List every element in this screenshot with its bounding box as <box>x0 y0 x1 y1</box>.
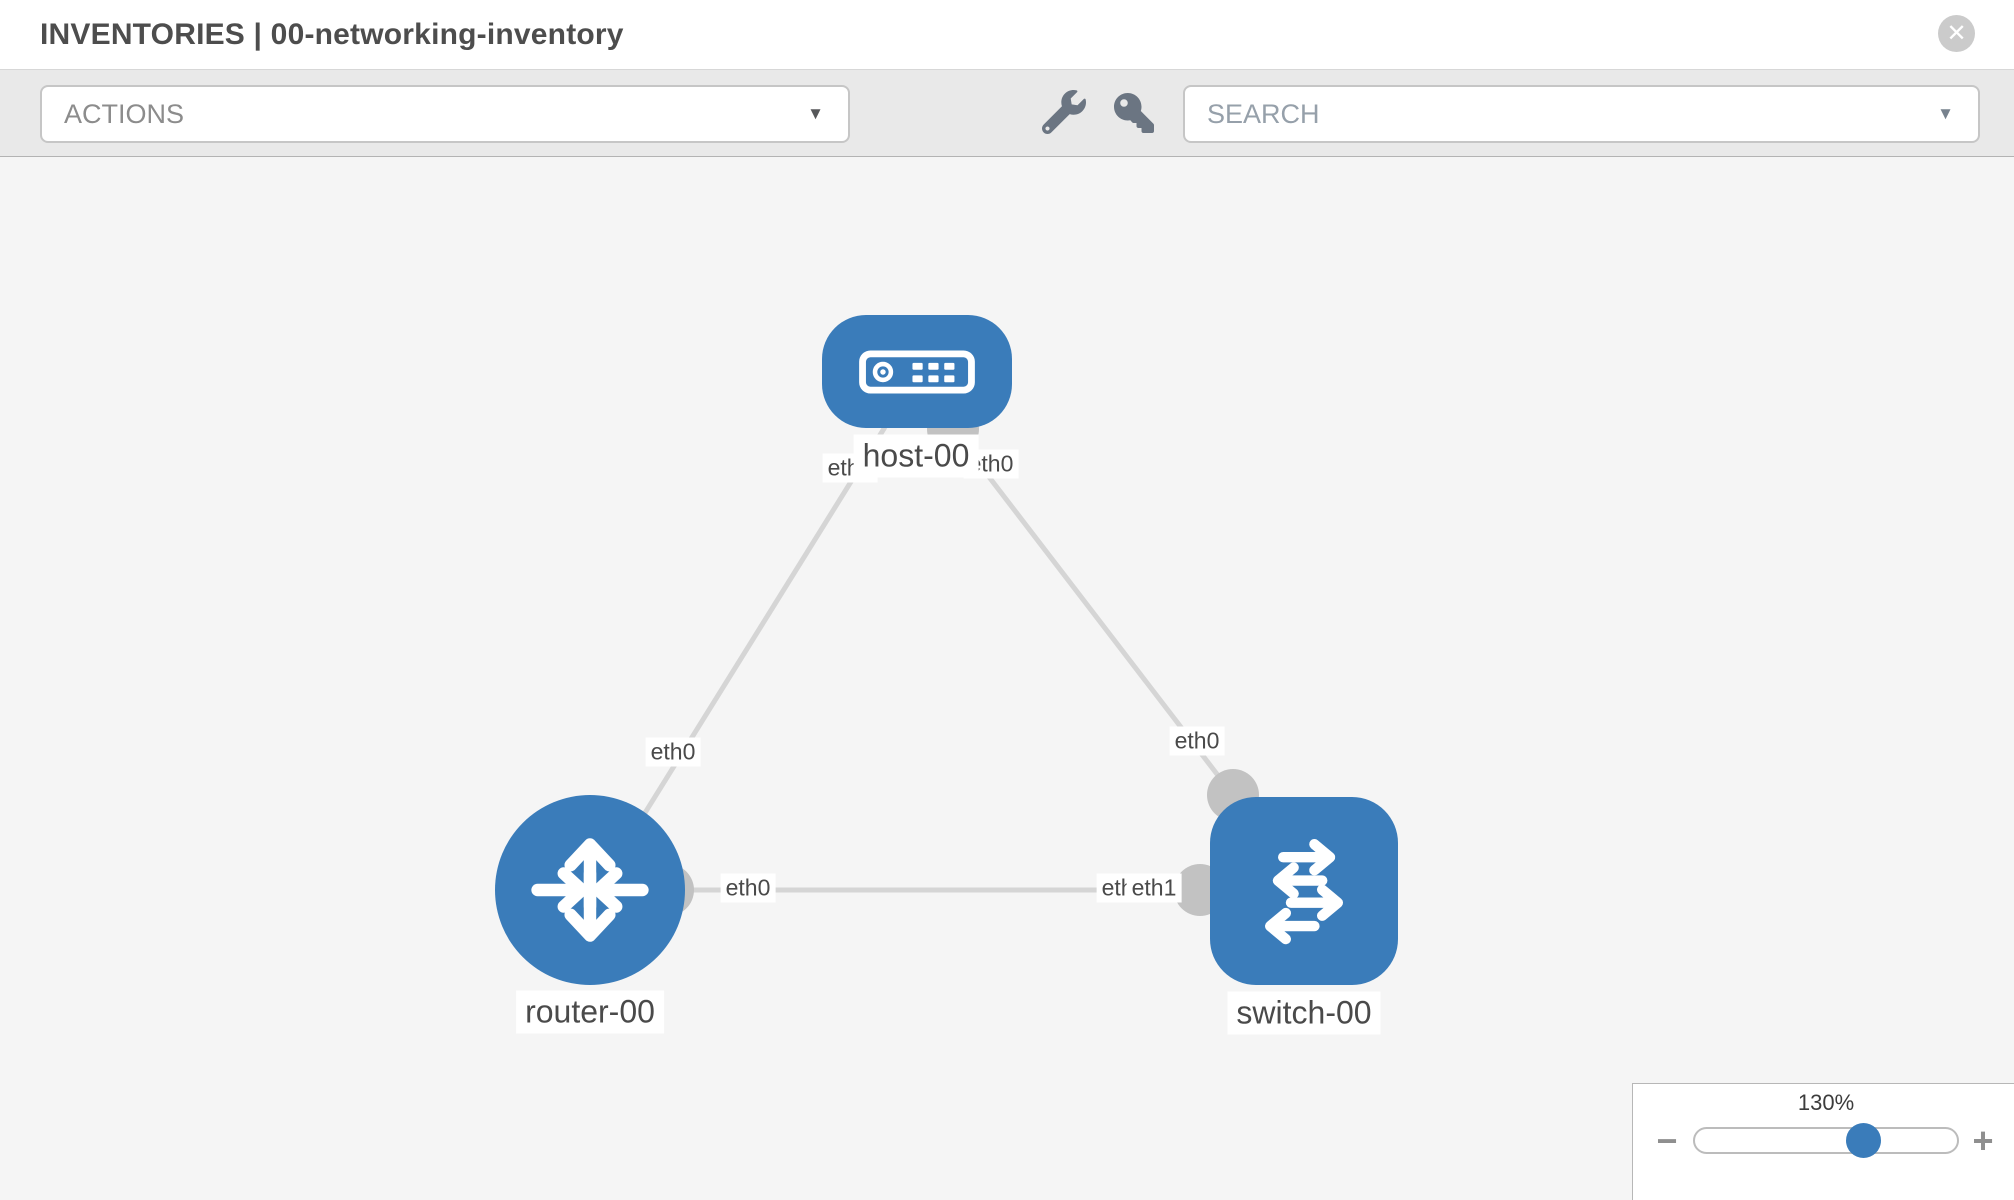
links-layer <box>622 403 1259 916</box>
zoom-in-button[interactable]: + <box>1972 1120 1994 1161</box>
key-icon[interactable] <box>1114 93 1154 133</box>
node-host-00[interactable] <box>822 315 1012 428</box>
chevron-down-icon: ▼ <box>807 104 824 123</box>
topology-canvas[interactable]: eth0 eth0 eth0 eth0 eth0 eth0 eth1 host-… <box>0 157 2014 1200</box>
node-switch-00[interactable] <box>1210 797 1398 985</box>
node-label-router-00: router-00 <box>516 990 664 1034</box>
port-label: eth0 <box>1169 726 1225 756</box>
chevron-down-icon: ▼ <box>1937 104 1954 123</box>
zoom-slider-handle[interactable] <box>1846 1123 1881 1158</box>
actions-dropdown-label: ACTIONS <box>64 99 185 129</box>
port-label: eth0 <box>645 737 701 767</box>
zoom-control-panel: 130% − + <box>1632 1083 2014 1200</box>
header-bar: INVENTORIES | 00-networking-inventory ✕ <box>0 0 2014 70</box>
zoom-out-button[interactable]: − <box>1656 1120 1678 1161</box>
zoom-level-readout: 130% <box>1797 1090 1855 1115</box>
switch-icon <box>1265 839 1343 945</box>
port-label: eth1 <box>1126 873 1182 903</box>
router-icon <box>531 838 649 942</box>
link-lines <box>622 425 1235 893</box>
link-host-router[interactable] <box>622 425 888 847</box>
interface-circles <box>642 403 1259 916</box>
actions-dropdown[interactable]: ACTIONS ▼ <box>40 85 850 143</box>
search-placeholder: SEARCH <box>1207 99 1320 129</box>
node-label-host-00: host-00 <box>853 434 979 478</box>
wrench-icon[interactable] <box>1041 90 1086 135</box>
close-icon[interactable]: ✕ <box>1938 15 1975 52</box>
zoom-slider-track[interactable] <box>1693 1127 1959 1154</box>
host-icon <box>859 349 975 394</box>
toolbar: ACTIONS ▼ SEARCH ▼ <box>0 70 2014 158</box>
node-label-switch-00: switch-00 <box>1227 991 1381 1035</box>
node-router-00[interactable] <box>495 795 685 985</box>
search-dropdown[interactable]: SEARCH ▼ <box>1183 85 1980 143</box>
port-label: eth0 <box>720 873 776 903</box>
page-title: INVENTORIES | 00-networking-inventory <box>40 18 624 51</box>
